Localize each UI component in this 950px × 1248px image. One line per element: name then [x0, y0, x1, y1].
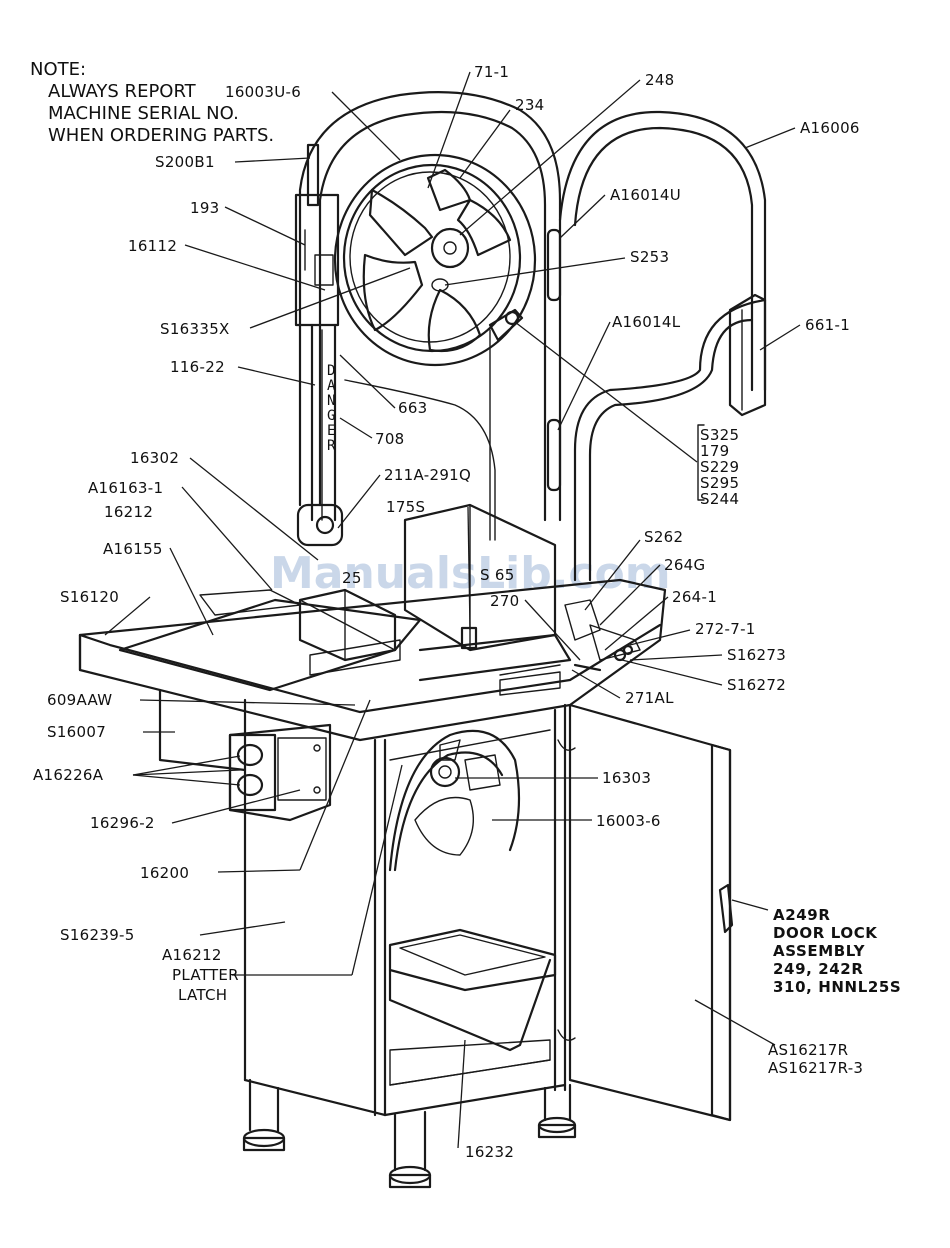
part-label: ASSEMBLY — [773, 942, 866, 960]
part-label: 16212 — [104, 503, 153, 521]
blade-guard-column — [294, 143, 344, 547]
part-label: 16232 — [465, 1143, 514, 1161]
part-label: 16003-6 — [596, 812, 661, 830]
switch-box — [228, 723, 332, 822]
cabinet-legs — [242, 1078, 577, 1189]
lower-guide-parts — [564, 599, 641, 672]
part-label: A16155 — [103, 540, 163, 558]
part-label: S 65 — [480, 566, 515, 584]
part-label: 71-1 — [474, 63, 509, 81]
part-label: A16226A — [33, 766, 104, 784]
part-label: 271AL — [625, 689, 674, 707]
part-label: 16302 — [130, 449, 179, 467]
part-label: S16120 — [60, 588, 119, 606]
part-label: AS16217R — [768, 1041, 848, 1059]
part-label: S16272 — [727, 676, 786, 694]
part-label: S16239-5 — [60, 926, 135, 944]
danger-letter: G — [327, 408, 335, 424]
meat-pusher — [298, 588, 401, 676]
part-label: 116-22 — [170, 358, 225, 376]
danger-letter: A — [327, 378, 336, 394]
part-label: A16212 — [162, 946, 222, 964]
part-label: 234 — [515, 96, 545, 114]
part-label: 272-7-1 — [695, 620, 756, 638]
upper-wheel — [333, 153, 537, 367]
part-label: 16200 — [140, 864, 189, 882]
part-label: 264-1 — [672, 588, 717, 606]
note-block: NOTE: ALWAYS REPORT MACHINE SERIAL NO. W… — [30, 59, 274, 146]
danger-letter: E — [327, 423, 335, 439]
part-label: 16003U-6 — [225, 83, 301, 101]
part-labels: 71-1 248 16003U-6 234 A16006 S200B1 A160… — [33, 63, 901, 1161]
part-label: S229 — [700, 458, 739, 476]
part-label: 193 — [190, 199, 220, 217]
cabinet-door — [557, 703, 734, 1122]
part-label: S244 — [700, 490, 739, 508]
part-label: 248 — [645, 71, 675, 89]
part-label: 249, 242R — [773, 960, 864, 978]
tension-bracket — [488, 308, 524, 342]
note-line: ALWAYS REPORT — [48, 81, 197, 102]
part-label: 661-1 — [805, 316, 850, 334]
note-line: WHEN ORDERING PARTS. — [48, 125, 274, 146]
part-label: 179 — [700, 442, 730, 460]
note-line: MACHINE SERIAL NO. — [48, 103, 239, 124]
part-label: 175S — [386, 498, 425, 516]
blade-guard-panel — [728, 293, 767, 417]
part-label: AS16217R-3 — [768, 1059, 863, 1077]
part-label: 16112 — [128, 237, 177, 255]
leader-lines — [104, 71, 801, 1149]
part-label: 264G — [664, 556, 705, 574]
danger-letter: N — [327, 393, 335, 409]
part-label: S262 — [644, 528, 683, 546]
part-label: S16007 — [47, 723, 106, 741]
part-label: 609AAW — [47, 691, 112, 709]
part-label: A16014L — [612, 313, 681, 331]
part-label: S16273 — [727, 646, 786, 664]
part-label: 663 — [398, 399, 428, 417]
table-top — [78, 578, 667, 742]
part-label: 211A-291Q — [384, 466, 471, 484]
upper-wheel-housing — [298, 91, 562, 541]
danger-letter: D — [327, 363, 335, 379]
part-label: S200B1 — [155, 153, 215, 171]
part-label: 16296-2 — [90, 814, 155, 832]
part-label: A16014U — [610, 186, 681, 204]
part-label: LATCH — [178, 986, 227, 1004]
cabinet — [158, 688, 567, 1117]
part-label: S253 — [630, 248, 669, 266]
part-label: 25 — [342, 569, 362, 587]
danger-label: D A N G E R — [327, 363, 336, 454]
note-title: NOTE: — [30, 59, 86, 80]
part-label: DOOR LOCK — [773, 924, 878, 942]
blade — [558, 110, 767, 582]
part-label: A249R — [773, 906, 830, 924]
part-label: A16006 — [800, 119, 860, 137]
part-label: 270 — [490, 592, 520, 610]
meat-tray — [388, 928, 557, 1052]
danger-letter: R — [327, 438, 336, 454]
part-label: 310, HNNL25S — [773, 978, 901, 996]
lower-wheel — [388, 729, 521, 872]
part-label: PLATTER — [172, 966, 239, 984]
part-label: 16303 — [602, 769, 651, 787]
part-label: 708 — [375, 430, 405, 448]
upper-blade-guide — [546, 228, 562, 492]
part-label: S295 — [700, 474, 739, 492]
part-label: S325 — [700, 426, 739, 444]
bracket-group — [697, 424, 705, 501]
part-label: A16163-1 — [88, 479, 163, 497]
part-label: S16335X — [160, 320, 230, 338]
